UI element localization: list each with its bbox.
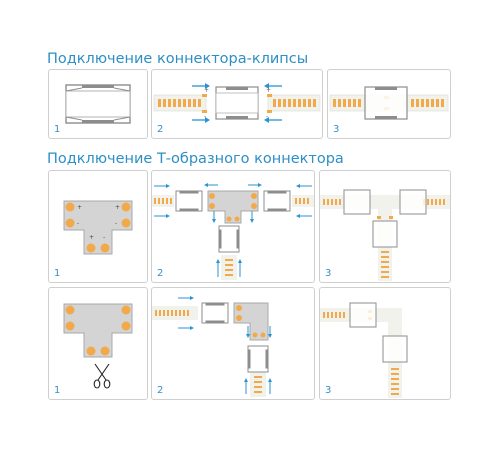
panel-corner-step-3: 3 xyxy=(319,287,451,400)
step-number: 3 xyxy=(333,124,340,135)
section-title-clip-connector: Подключение коннектора-клипсы xyxy=(47,51,309,67)
step-number: 1 xyxy=(54,124,61,135)
svg-text:+: + xyxy=(115,204,120,211)
polarity-marks: + - + - xyxy=(204,87,271,120)
svg-text:+: + xyxy=(204,87,209,94)
t-connector xyxy=(207,190,259,224)
t-cut-illustration xyxy=(63,303,133,389)
corner-connector xyxy=(233,302,269,341)
svg-text:-: - xyxy=(266,113,268,120)
svg-text:-: - xyxy=(204,113,206,120)
arrow-icon xyxy=(192,83,282,123)
svg-text:-: - xyxy=(103,234,105,241)
panel-clip-step-1: 1 xyxy=(48,69,148,139)
led-chips xyxy=(158,94,316,113)
svg-text:-: - xyxy=(115,220,117,227)
contact-pads xyxy=(65,202,131,253)
polarity-marks: + - + - + - xyxy=(77,204,120,241)
step-number: 1 xyxy=(54,268,61,279)
clip-connector xyxy=(201,302,269,373)
panel-t-step-3: 3 xyxy=(319,170,451,283)
step-number: 1 xyxy=(54,385,61,396)
step-number: 2 xyxy=(157,124,164,135)
panel-corner-step-2: 2 xyxy=(151,287,315,400)
svg-text:+: + xyxy=(266,87,271,94)
svg-text:+: + xyxy=(77,204,82,211)
clip-connector xyxy=(215,86,259,120)
step-number: 3 xyxy=(325,268,332,279)
t-connector xyxy=(63,200,133,255)
led-chips xyxy=(154,198,309,276)
t-insert-illustration xyxy=(152,183,314,280)
svg-text:-: - xyxy=(77,220,79,227)
step-number: 2 xyxy=(157,268,164,279)
clip-connector xyxy=(175,190,291,253)
corner-insert-illustration xyxy=(152,296,272,397)
clip-connector xyxy=(65,84,131,124)
led-strip-bottom xyxy=(250,372,266,397)
led-chips xyxy=(323,199,445,278)
panel-clip-step-2: + - + - 2 xyxy=(151,69,323,139)
t-connector xyxy=(63,303,133,358)
arrow-icon xyxy=(154,183,312,277)
t-connected-illustration xyxy=(320,189,450,281)
clip-insert-illustration: + - + - xyxy=(153,83,321,123)
led-strip-bottom xyxy=(221,255,237,280)
clip-connected-illustration xyxy=(329,86,449,120)
clip-connector xyxy=(364,86,408,120)
step-number: 3 xyxy=(325,385,332,396)
svg-text:+: + xyxy=(89,234,94,241)
panel-corner-step-1: 1 xyxy=(48,287,148,400)
section-title-t-connector: Подключение Т-образного коннектора xyxy=(47,151,344,167)
panel-clip-step-3: 3 xyxy=(327,69,451,139)
t-connector-illustration: + - + - + - xyxy=(63,200,133,255)
clip-connector-illustration xyxy=(65,84,131,124)
led-chips xyxy=(155,310,262,393)
corner-connected-illustration xyxy=(320,302,408,398)
contact-pads xyxy=(65,305,131,356)
scissors-icon xyxy=(93,363,111,389)
panel-t-step-2: 2 xyxy=(151,170,315,283)
arrow-icon xyxy=(178,296,272,394)
step-number: 2 xyxy=(157,385,164,396)
panel-t-step-1: + - + - + - 1 xyxy=(48,170,148,283)
clip-connector xyxy=(343,189,427,248)
clip-connector xyxy=(349,302,408,363)
